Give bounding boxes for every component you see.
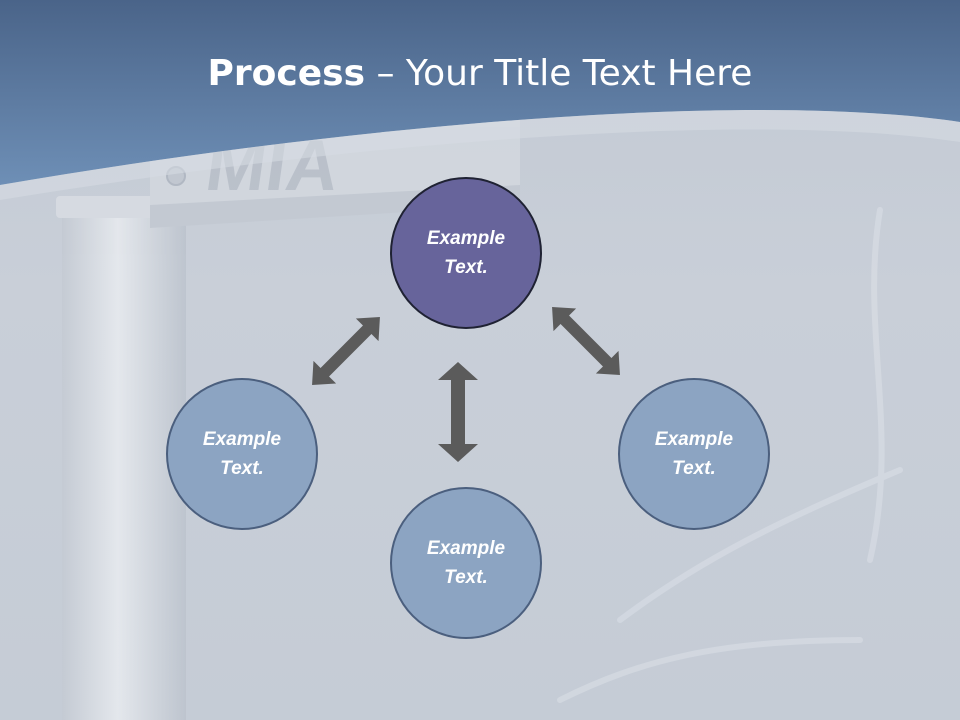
process-node-left: Example Text.: [166, 378, 318, 530]
arrow-center-vertical: [438, 362, 478, 462]
title-bold: Process: [207, 53, 366, 94]
node-right-label: Example Text.: [654, 429, 734, 479]
page-title: Process – Your Title Text Here: [0, 52, 960, 96]
arrow-top-right: [552, 307, 620, 375]
node-bottom-label: Example Text.: [426, 538, 506, 588]
header-band: [0, 0, 960, 185]
process-node-right: Example Text.: [618, 378, 770, 530]
node-top-label: Example Text.: [426, 228, 506, 278]
node-left-label: Example Text.: [202, 429, 282, 479]
title-rest: – Your Title Text Here: [365, 53, 753, 94]
process-node-bottom: Example Text.: [390, 487, 542, 639]
arrow-top-left: [312, 317, 380, 385]
process-node-top: Example Text.: [390, 177, 542, 329]
